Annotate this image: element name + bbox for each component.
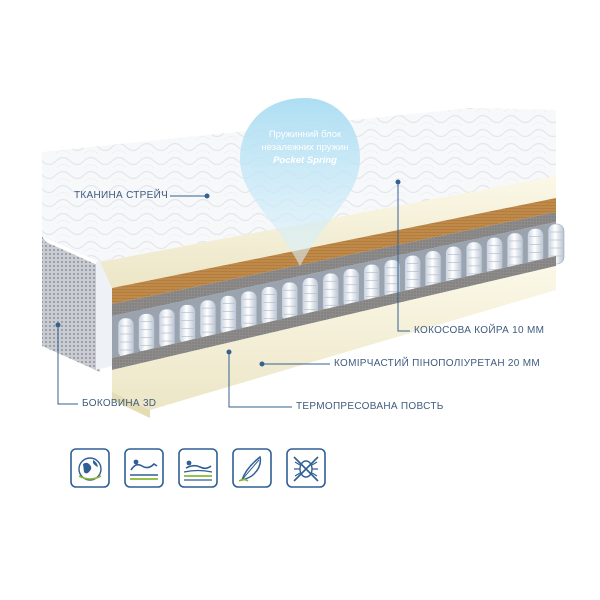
hypoallergenic-feather-icon — [232, 448, 272, 488]
pocket-spring — [158, 308, 176, 350]
feature-icons — [70, 448, 330, 496]
leader-side — [57, 325, 78, 405]
felt-layer-upper — [112, 212, 556, 316]
pocket-spring — [465, 241, 483, 283]
bottom-foam-layer — [112, 266, 556, 410]
label-side-3d: БОКОВИНА 3D — [82, 398, 157, 409]
leader-felt — [228, 352, 292, 408]
globe-icon — [70, 448, 110, 488]
felt-layer-lower — [112, 256, 556, 370]
label-cellular-foam: КОМІРЧАСТИЙ ПІНОПОЛІУРЕТАН 20 ММ — [334, 358, 540, 369]
orthopedic-wave-icon — [124, 448, 164, 488]
pocket-spring — [199, 299, 217, 341]
pocket-spring — [424, 250, 442, 292]
bubble-line-2: незалежних пружин — [261, 142, 349, 153]
bubble-line-1: Пружинний блок — [268, 129, 342, 140]
pocket-spring-bubble — [240, 98, 360, 266]
side-3d-panel — [42, 236, 100, 372]
no-allergen-icon — [286, 448, 326, 488]
pocket-spring — [363, 263, 381, 305]
pocket-spring-block — [112, 222, 565, 359]
pocket-spring — [179, 304, 196, 345]
pocket-spring — [220, 295, 237, 336]
pocket-spring — [506, 232, 524, 274]
label-thermo-felt: ТЕРМОПРЕСОВАНА ПОВСТЬ — [296, 401, 444, 412]
coconut-coir-layer — [112, 198, 556, 304]
label-coconut-coir: КОКОСОВА КОЙРА 10 ММ — [414, 325, 545, 336]
pocket-spring — [261, 286, 278, 327]
label-fabric-stretch: ТКАНИНА СТРЕЙЧ — [74, 190, 169, 201]
pocket-spring — [404, 255, 421, 296]
pocket-spring — [281, 281, 299, 323]
pocket-spring — [301, 277, 319, 319]
pocket-spring — [138, 313, 155, 354]
bubble-line-3: Pocket Spring — [273, 155, 337, 166]
leader-coconut — [397, 182, 410, 332]
pocket-spring — [527, 228, 544, 269]
top-foam-layer — [100, 176, 556, 288]
pocket-spring — [445, 246, 462, 287]
pocket-spring — [547, 223, 565, 265]
pocket-spring — [240, 290, 258, 332]
body-support-icon — [178, 448, 218, 488]
pocket-spring — [486, 237, 503, 278]
pocket-spring — [383, 259, 401, 301]
pocket-spring — [117, 317, 135, 359]
